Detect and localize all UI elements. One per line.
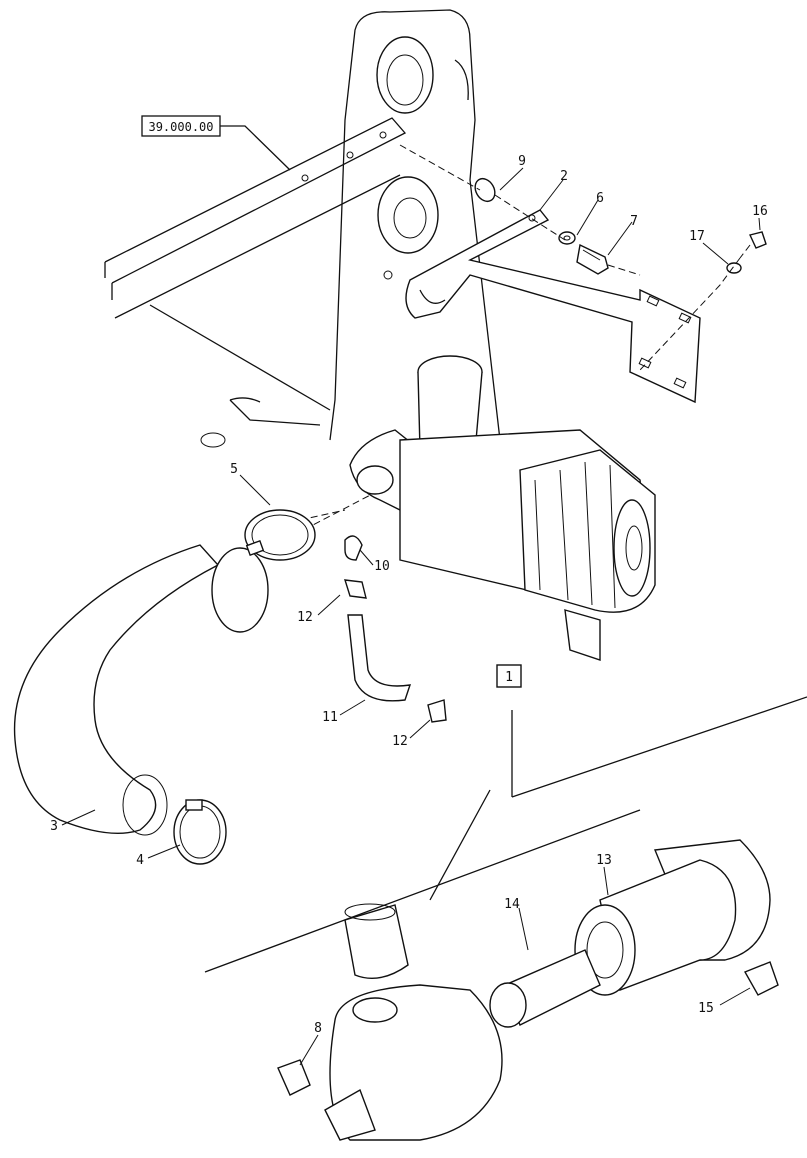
callout-10: 10 — [374, 559, 390, 574]
callout-12-upper: 12 — [297, 610, 313, 625]
filter-cartridges — [489, 839, 779, 1028]
hardware-fasteners — [474, 177, 767, 275]
callout-2: 2 — [560, 169, 568, 184]
callout-11: 11 — [322, 710, 338, 725]
callout-3: 3 — [50, 819, 58, 834]
callout-1: 1 — [505, 670, 513, 685]
callout-4: 4 — [136, 853, 144, 868]
callout-8: 8 — [314, 1021, 322, 1036]
frame-rail — [104, 117, 407, 319]
callout-14: 14 — [504, 897, 520, 912]
callout-13: 13 — [596, 853, 612, 868]
callout-16: 16 — [752, 204, 768, 219]
callout-6: 6 — [596, 191, 604, 206]
callout-17: 17 — [689, 229, 705, 244]
hoses-clamps — [13, 509, 447, 865]
reference-label: 39.000.00 — [148, 120, 213, 134]
callout-numbers: 1 2 3 4 5 6 7 8 9 10 11 12 12 13 14 15 1… — [50, 154, 768, 1036]
callout-12-lower: 12 — [392, 734, 408, 749]
reference-box: 39.000.00 — [141, 115, 291, 171]
air-filter-housing — [349, 355, 656, 688]
callout-9: 9 — [518, 154, 526, 169]
lower-filter-assembly — [277, 903, 503, 1141]
callout-5: 5 — [230, 462, 238, 477]
frame-upright — [149, 9, 501, 448]
assembly-dash-lines — [264, 144, 751, 551]
callout-15: 15 — [698, 1001, 714, 1016]
callout-7: 7 — [630, 214, 638, 229]
mounting-bracket — [405, 209, 701, 404]
callout-leaders — [61, 167, 761, 1066]
floor-lines — [204, 696, 807, 973]
